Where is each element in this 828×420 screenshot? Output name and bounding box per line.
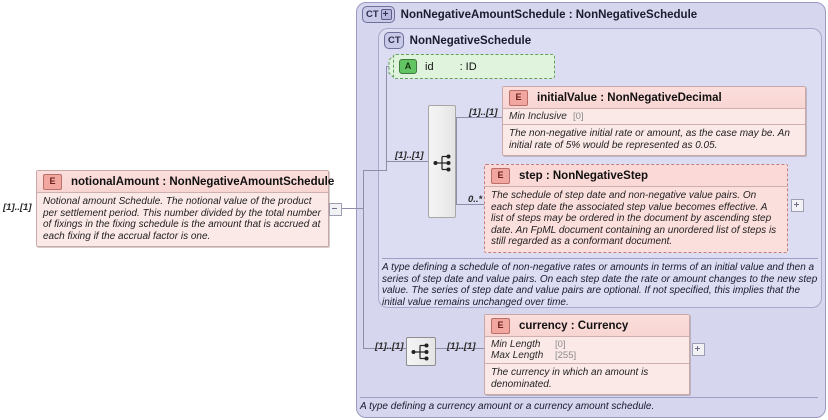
element-badge-icon: E bbox=[491, 317, 510, 334]
element-title: notionalAmount : NonNegativeAmountSchedu… bbox=[71, 175, 335, 188]
outer-type-documentation: A type defining a currency amount or a c… bbox=[360, 397, 818, 413]
element-header: E notionalAmount : NonNegativeAmountSche… bbox=[37, 171, 334, 192]
connector-line bbox=[363, 170, 379, 171]
connector-line bbox=[379, 170, 387, 171]
ct-badge-label: CT bbox=[366, 9, 379, 20]
complex-type-title-inner: NonNegativeSchedule bbox=[409, 34, 532, 47]
element-badge-icon: E bbox=[491, 167, 510, 184]
element-badge-icon: E bbox=[43, 173, 62, 190]
element-box-initial-value[interactable]: E initialValue : NonNegativeDecimal Min … bbox=[502, 86, 806, 156]
connector-trunk-inner bbox=[386, 66, 387, 170]
element-documentation: The non-negative initial rate or amount,… bbox=[503, 124, 805, 155]
element-box-currency[interactable]: E currency : Currency Min Length [0] Max… bbox=[484, 314, 690, 395]
element-header: E initialValue : NonNegativeDecimal bbox=[503, 87, 805, 108]
sequence-compositor-currency[interactable] bbox=[406, 337, 436, 366]
element-box-step[interactable]: E step : NonNegativeStep The schedule of… bbox=[484, 164, 788, 253]
connector-line bbox=[456, 117, 502, 118]
sequence-compositor-schedule[interactable] bbox=[428, 105, 456, 218]
connector-line bbox=[436, 348, 484, 349]
element-header: E step : NonNegativeStep bbox=[485, 165, 787, 186]
facet-label: Min Length bbox=[491, 339, 541, 350]
element-title: initialValue : NonNegativeDecimal bbox=[537, 91, 722, 104]
facet-row: Min Length [0] bbox=[491, 339, 683, 350]
complex-type-badge-icon[interactable]: CT bbox=[384, 32, 404, 49]
connector-line bbox=[456, 161, 457, 204]
attribute-type: : ID bbox=[459, 60, 477, 73]
attribute-badge-icon: A bbox=[399, 59, 417, 74]
inner-type-documentation: A type defining a schedule of non-negati… bbox=[382, 258, 818, 308]
facet-row: Max Length [255] bbox=[491, 350, 683, 361]
facet-row: Min Inclusive [0] bbox=[509, 111, 799, 122]
facet-value: [255] bbox=[555, 350, 577, 361]
cardinality-currency-sequence-in: [1]..[1] bbox=[375, 341, 404, 352]
connector-line bbox=[386, 161, 428, 162]
cardinality-initial-value: [1]..[1] bbox=[469, 107, 498, 118]
collapse-minus-button-notional-amount[interactable] bbox=[329, 203, 342, 216]
attribute-box-id[interactable]: A id : ID bbox=[393, 54, 555, 79]
cardinality-notional-amount: [1]..[1] bbox=[3, 202, 32, 213]
connector-line bbox=[456, 204, 484, 205]
expand-plus-button-currency[interactable] bbox=[692, 343, 705, 356]
complex-type-badge-icon[interactable]: CT bbox=[362, 6, 395, 23]
element-badge-icon: E bbox=[509, 89, 528, 106]
complex-type-header-inner: CT NonNegativeSchedule bbox=[384, 32, 531, 49]
element-facets: Min Inclusive [0] bbox=[503, 108, 805, 124]
connector-trunk bbox=[363, 170, 364, 348]
expand-plus-icon[interactable] bbox=[380, 9, 392, 20]
facet-value: [0] bbox=[555, 339, 566, 350]
expand-plus-button-step[interactable] bbox=[791, 199, 804, 212]
ct-badge-label: CT bbox=[388, 35, 401, 46]
facet-value: [0] bbox=[573, 111, 584, 122]
cardinality-step: 0..* bbox=[468, 194, 483, 205]
element-box-notional-amount[interactable]: E notionalAmount : NonNegativeAmountSche… bbox=[36, 170, 334, 247]
element-title: step : NonNegativeStep bbox=[519, 169, 649, 182]
element-facets: Min Length [0] Max Length [255] bbox=[485, 336, 689, 363]
complex-type-header-outer: CT NonNegativeAmountSchedule : NonNegati… bbox=[362, 6, 697, 23]
cardinality-currency: [1]..[1] bbox=[447, 341, 476, 352]
sequence-icon bbox=[411, 343, 429, 361]
connector-line bbox=[363, 348, 406, 349]
facet-label: Min Inclusive bbox=[509, 111, 567, 122]
connector-line bbox=[338, 208, 364, 209]
connector-line bbox=[386, 66, 390, 67]
cardinality-sequence-in: [1]..[1] bbox=[395, 150, 424, 161]
element-header: E currency : Currency bbox=[485, 315, 689, 336]
sequence-icon bbox=[433, 154, 451, 172]
complex-type-title-outer: NonNegativeAmountSchedule : NonNegativeS… bbox=[400, 8, 698, 21]
connector-line bbox=[456, 117, 457, 162]
element-title: currency : Currency bbox=[519, 319, 629, 332]
element-documentation: The schedule of step date and non-negati… bbox=[485, 186, 787, 252]
attribute-name: id bbox=[425, 60, 434, 73]
element-documentation: The currency in which an amount is denom… bbox=[485, 363, 689, 394]
element-documentation: Notional amount Schedule. The notional v… bbox=[37, 192, 328, 246]
facet-label: Max Length bbox=[491, 350, 544, 361]
